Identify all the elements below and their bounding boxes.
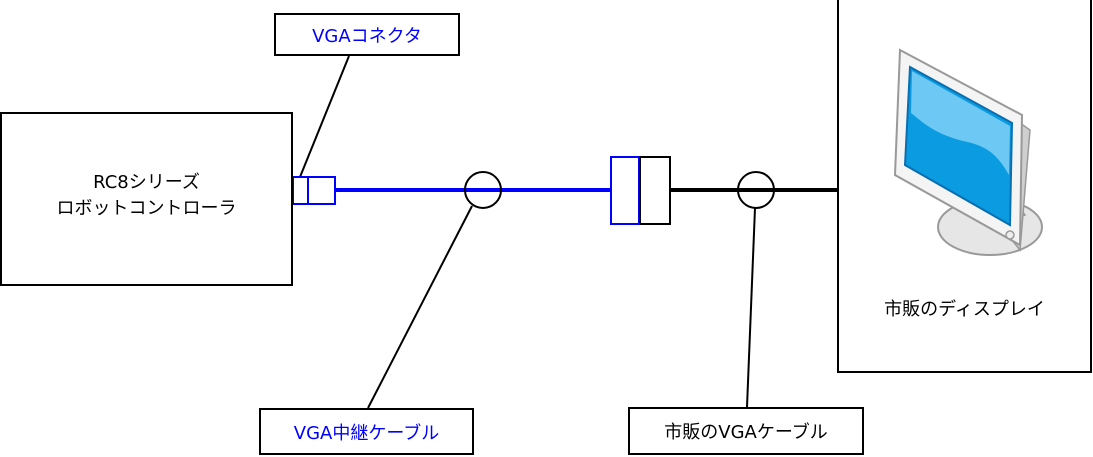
robot-controller-box	[0, 112, 293, 286]
vga-connector-plug-left	[292, 176, 309, 205]
relay-cable-connector	[610, 156, 640, 225]
robot-controller-label: RC8シリーズ ロボットコントローラ	[0, 170, 293, 222]
vga-connector-plug-right	[307, 176, 336, 205]
vga-relay-cable-callout: VGA中継ケーブル	[259, 408, 474, 455]
leader-vga-connector	[299, 55, 350, 178]
leader-commercial-vga-cable	[746, 207, 756, 408]
vga-connector-callout: VGAコネクタ	[274, 13, 460, 56]
display-label: 市販のディスプレイ	[884, 299, 1045, 320]
commercial-cable-marker	[737, 171, 775, 209]
relay-cable-marker	[464, 171, 502, 209]
leader-vga-relay-cable	[367, 205, 473, 409]
controller-line1: RC8シリーズ	[93, 172, 200, 193]
controller-line2: ロボットコントローラ	[56, 198, 237, 219]
commercial-vga-cable-callout: 市販のVGAケーブル	[628, 407, 864, 455]
commercial-cable-connector	[639, 156, 671, 225]
monitor-icon	[893, 48, 1043, 256]
